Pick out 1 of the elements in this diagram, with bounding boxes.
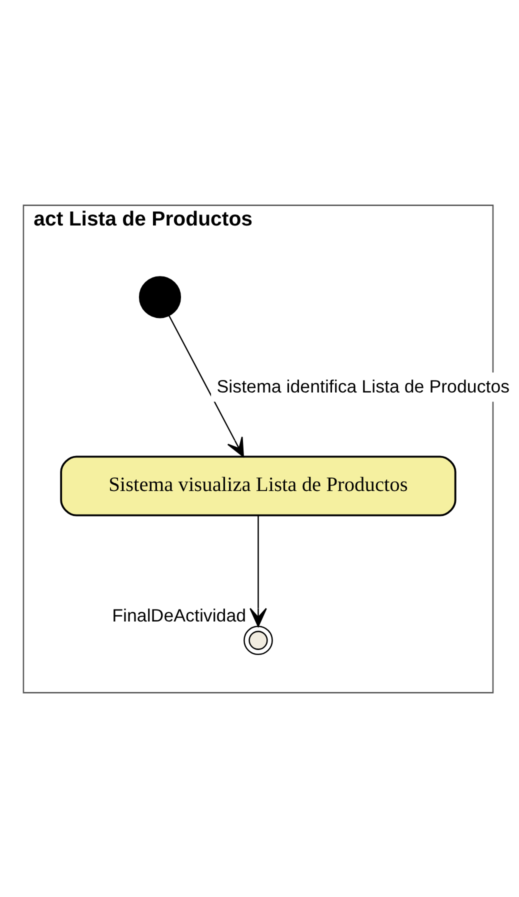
node-label: FinalDeActividad (112, 604, 246, 625)
